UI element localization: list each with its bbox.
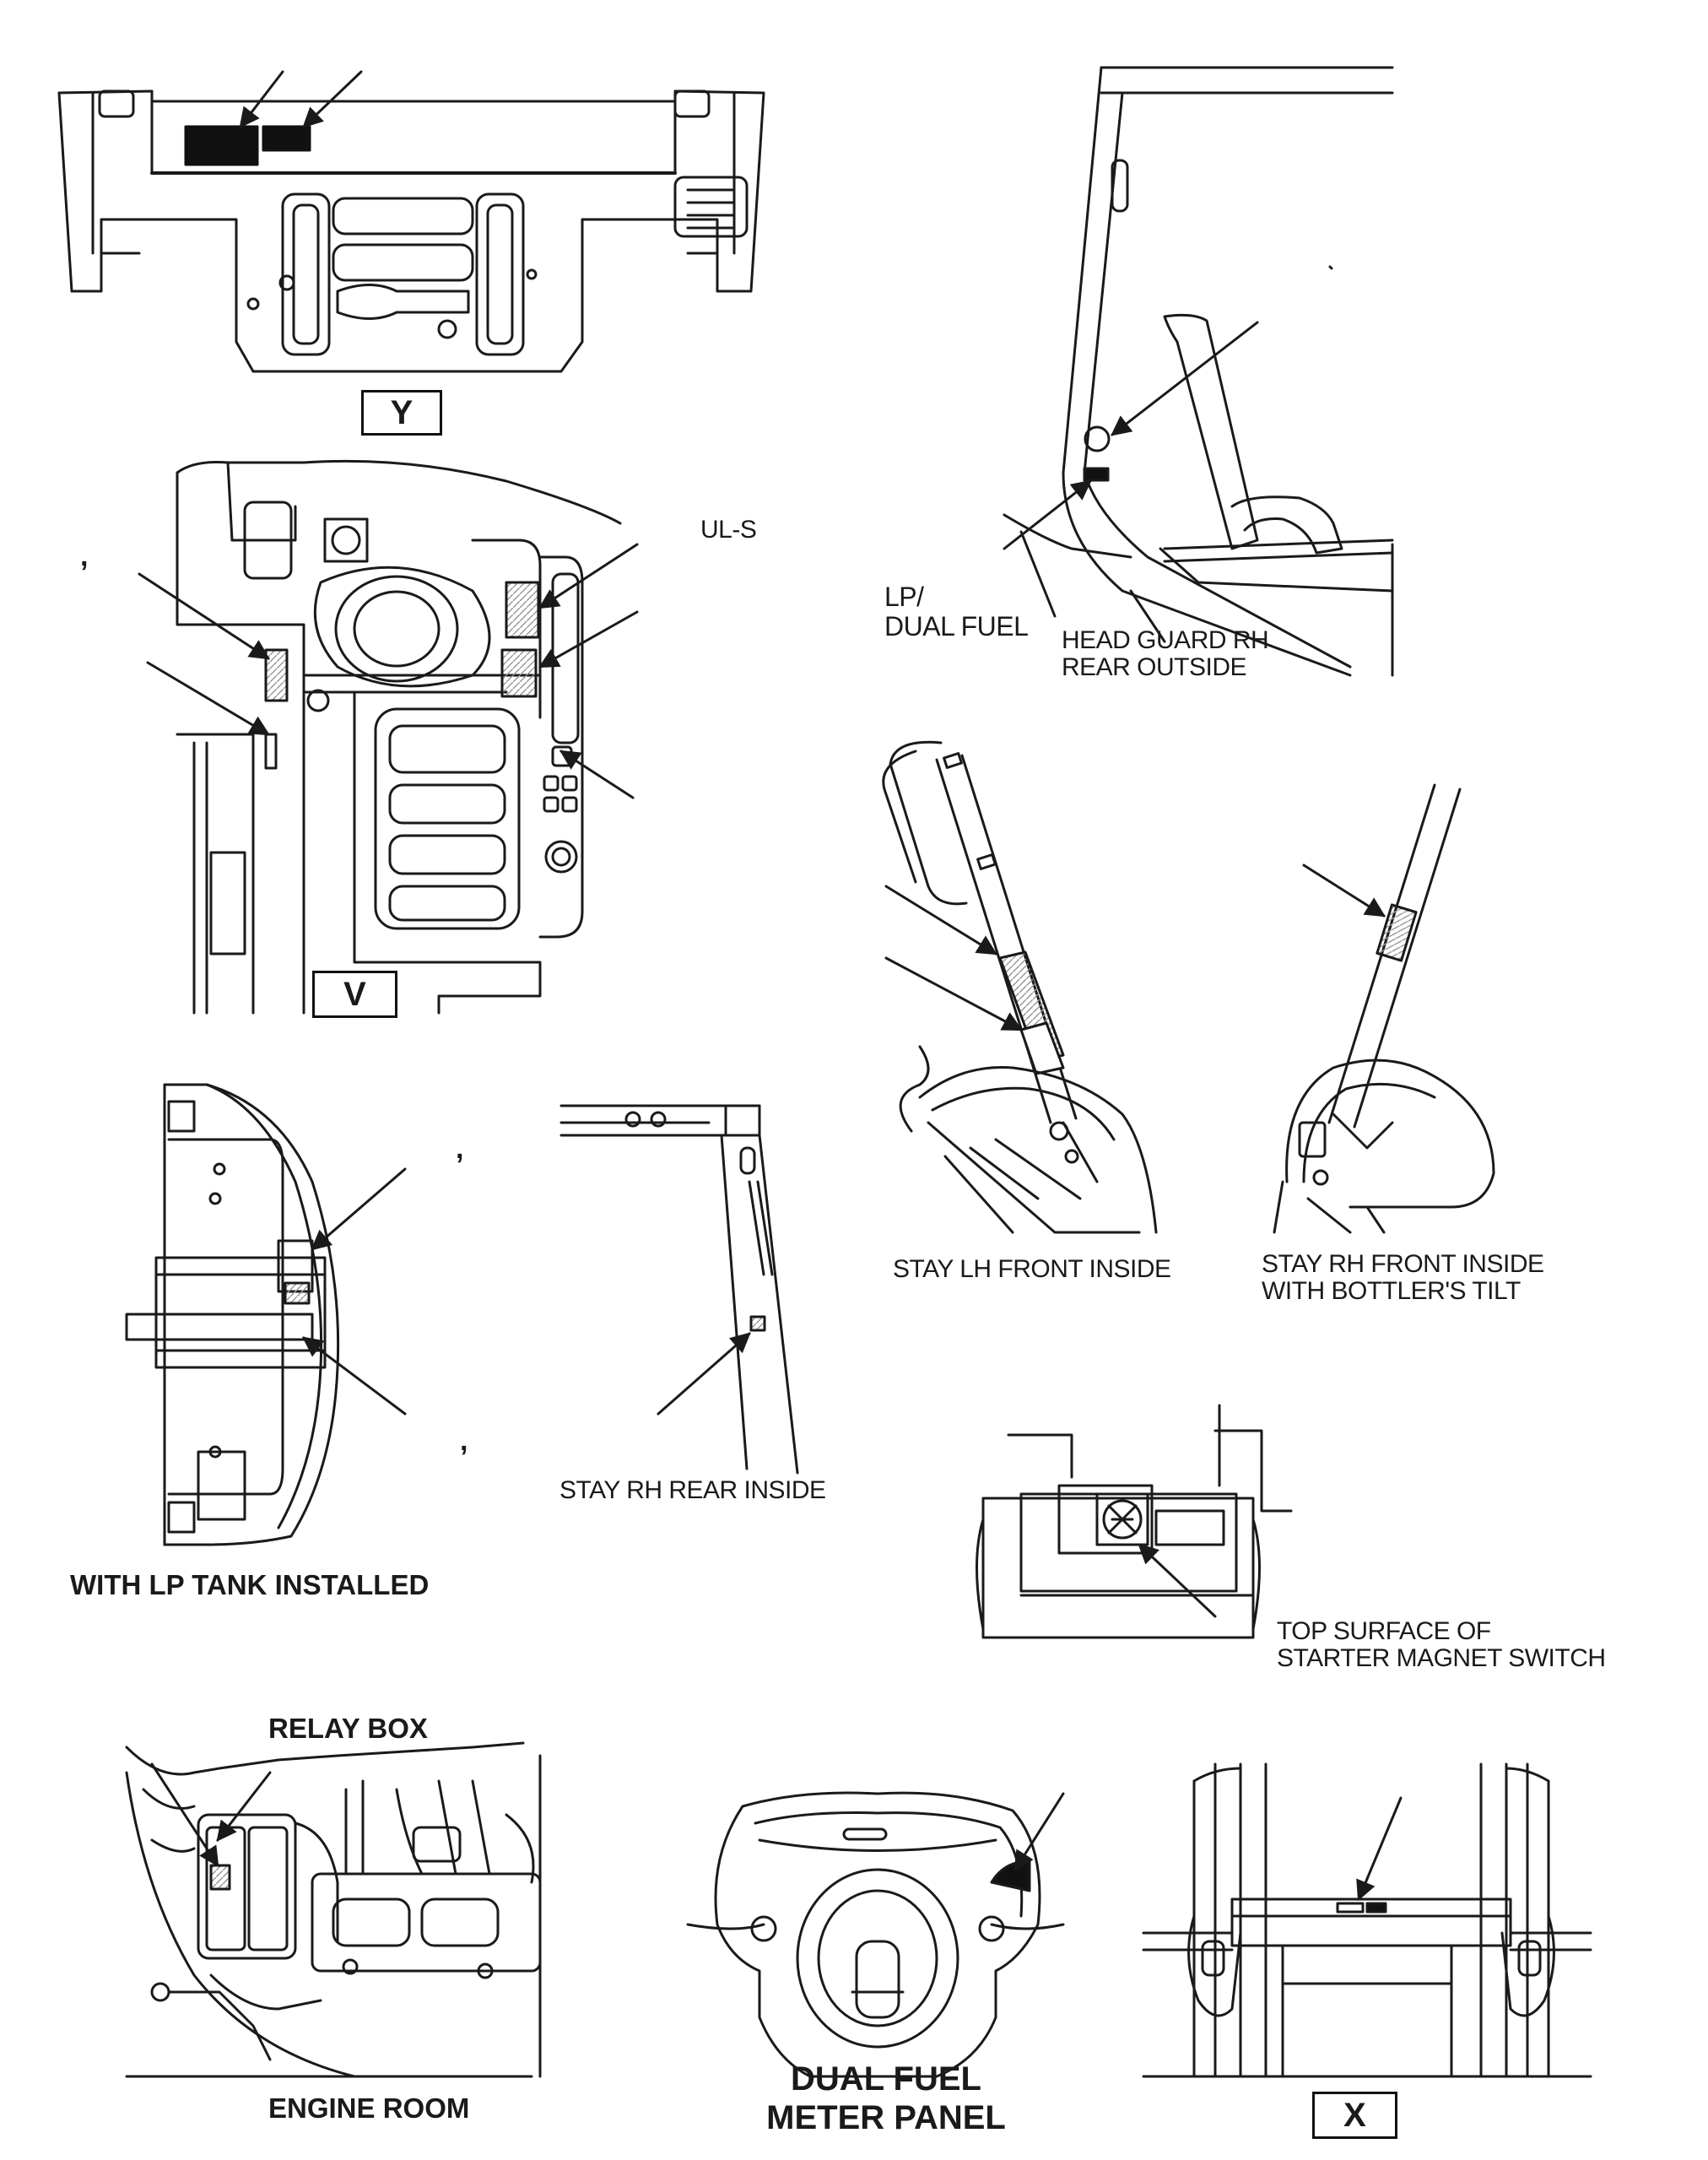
view-v-drawing: [138, 459, 639, 1015]
stay-lh-front-label: STAY LH FRONT INSIDE: [893, 1255, 1171, 1283]
view-y-label: Y: [361, 390, 442, 436]
comma-mark-lp-bottom: ,: [460, 1425, 468, 1457]
stay-lh-front-drawing: [882, 740, 1158, 1234]
comma-mark-lp-top: ,: [456, 1133, 464, 1165]
relay-box-label: RELAY BOX: [268, 1713, 428, 1744]
comma-mark-v: ,: [80, 540, 89, 572]
ul-s-label: UL-S: [700, 516, 757, 544]
meter-panel-drawing: [686, 1791, 1065, 2078]
view-x-drawing: [1142, 1762, 1592, 2078]
stay-rh-rear-drawing: [559, 1104, 799, 1475]
stay-rh-rear-label: STAY RH REAR INSIDE: [559, 1476, 826, 1504]
view-v-label: V: [312, 971, 397, 1018]
head-guard-label: HEAD GUARD RH REAR OUTSIDE: [1062, 626, 1269, 682]
view-x-label: X: [1312, 2092, 1397, 2139]
engine-room-drawing: [125, 1741, 542, 2078]
dual-fuel-meter-label: DUAL FUEL METER PANEL: [766, 2060, 1006, 2136]
starter-drawing: [976, 1404, 1293, 1639]
starter-label: TOP SURFACE OF STARTER MAGNET SWITCH: [1277, 1617, 1606, 1673]
lp-tank-drawing: [125, 1083, 407, 1546]
stay-rh-front-drawing: [1273, 783, 1495, 1234]
stay-rh-front-label: STAY RH FRONT INSIDE WITH BOTTLER'S TILT: [1262, 1250, 1544, 1306]
view-y-drawing: [57, 70, 765, 373]
lp-dual-fuel-label: LP/ DUAL FUEL: [884, 582, 1029, 642]
head-guard-drawing: [1003, 66, 1394, 677]
engine-room-label: ENGINE ROOM: [268, 2092, 470, 2124]
lp-tank-label: WITH LP TANK INSTALLED: [70, 1569, 430, 1600]
